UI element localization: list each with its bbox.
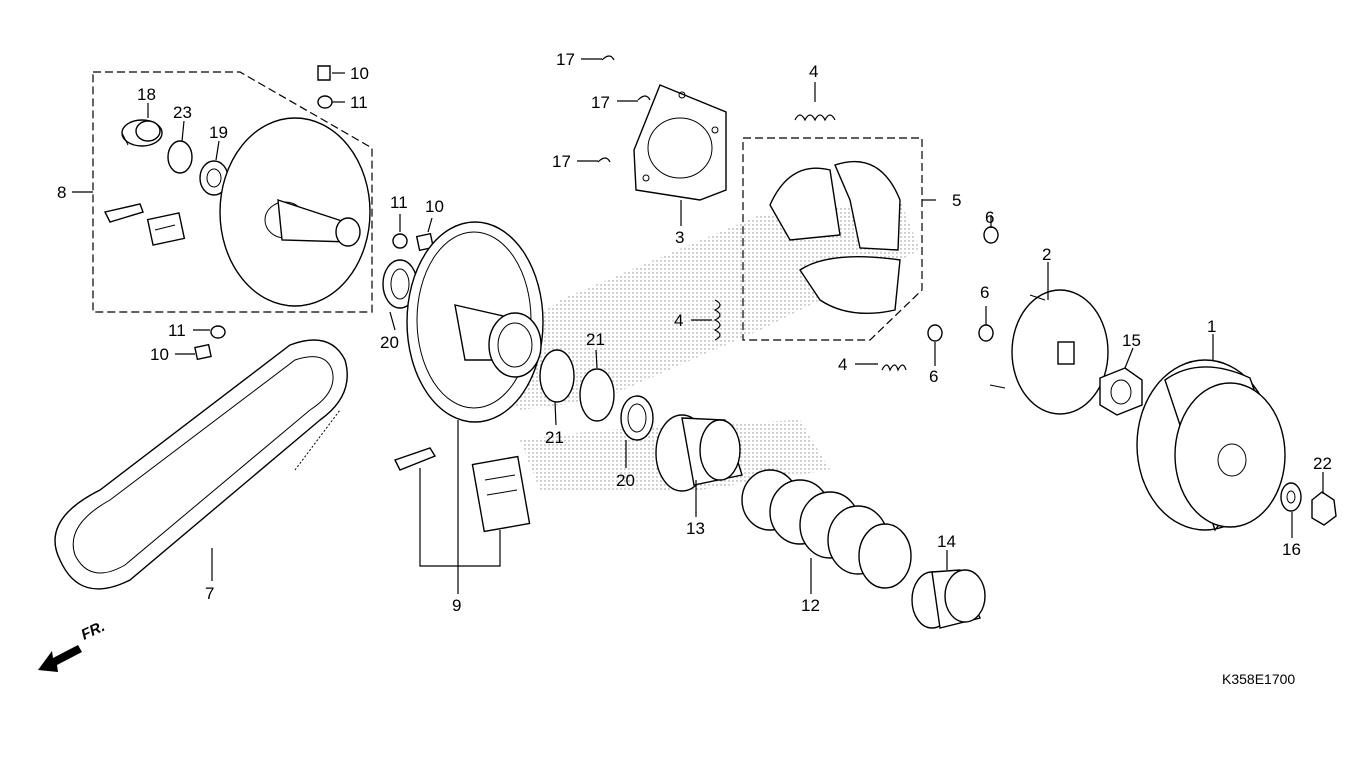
part-14-collar xyxy=(911,569,986,629)
part-15-nut xyxy=(1099,367,1143,416)
callout-11-top: 11 xyxy=(350,93,368,112)
part-10-pin-mid xyxy=(415,232,435,252)
callout-7: 7 xyxy=(205,584,214,603)
leader-9-bracket xyxy=(419,468,501,567)
callout-13: 13 xyxy=(686,519,705,538)
part-17-clip-mid xyxy=(637,95,651,101)
part-6-damper-2 xyxy=(978,324,994,342)
part-5-group-box xyxy=(742,137,923,341)
part-6-damper-3 xyxy=(927,324,943,342)
callout-10-left: 10 xyxy=(150,345,169,364)
callout-numbers: 1 2 3 4 4 4 5 6 6 6 7 8 9 10 10 10 11 11… xyxy=(57,50,1332,615)
callout-6-top: 6 xyxy=(985,208,994,227)
grease-tube-9 xyxy=(394,447,437,471)
part-20-oil-seal-lower xyxy=(620,395,654,441)
part-1-clutch-outer xyxy=(1136,359,1286,532)
callout-9: 9 xyxy=(452,596,461,615)
callout-4-low: 4 xyxy=(838,355,847,374)
callout-10-mid: 10 xyxy=(425,197,444,216)
part-4-spring-mid xyxy=(713,299,721,341)
callout-1: 1 xyxy=(1207,317,1216,336)
part-13-seal-collar xyxy=(655,414,743,492)
callout-6-mid: 6 xyxy=(980,283,989,302)
callout-18: 18 xyxy=(137,85,156,104)
part-17-clip-top xyxy=(601,55,615,61)
part-8-group-box xyxy=(92,71,373,313)
part-11-roller-mid xyxy=(392,233,408,249)
grease-tube-8 xyxy=(103,203,144,223)
label-card-9 xyxy=(471,455,531,533)
part-6-damper-1 xyxy=(983,226,999,244)
callout-4-top: 4 xyxy=(809,62,818,81)
part-2-drive-plate xyxy=(989,289,1109,415)
callout-12: 12 xyxy=(801,596,820,615)
part-10-pin-left xyxy=(194,343,212,361)
callout-17-low: 17 xyxy=(552,152,571,171)
callout-11-mid: 11 xyxy=(390,193,408,212)
part-11-roller-left xyxy=(210,325,226,339)
callout-3: 3 xyxy=(675,228,684,247)
callout-4-mid: 4 xyxy=(674,311,683,330)
callout-8: 8 xyxy=(57,183,66,202)
callout-20-upper: 20 xyxy=(380,333,399,352)
front-direction-arrow: FR. xyxy=(38,618,108,672)
part-4-spring-low xyxy=(881,364,907,372)
part-22-nut xyxy=(1311,491,1337,526)
part-16-washer xyxy=(1280,482,1302,512)
part-11-roller-top xyxy=(317,95,333,109)
part-21-o-ring-right xyxy=(579,368,615,422)
part-19-bearing xyxy=(199,160,229,196)
callout-6-low: 6 xyxy=(929,367,938,386)
callout-23: 23 xyxy=(173,103,192,122)
part-23-circlip xyxy=(167,140,193,174)
part-17-clip-low xyxy=(597,157,611,163)
leader-lines xyxy=(72,58,1324,594)
callout-14: 14 xyxy=(937,532,956,551)
part-7-drive-belt xyxy=(54,339,348,590)
part-18-needle-bearing xyxy=(121,119,163,147)
callout-20-lower: 20 xyxy=(616,471,635,490)
callout-19: 19 xyxy=(209,123,228,142)
callout-21-right: 21 xyxy=(586,330,605,349)
callout-16: 16 xyxy=(1282,540,1301,559)
part-12-driven-spring xyxy=(741,469,912,589)
drawing-code: K358E1700 xyxy=(1222,671,1295,687)
callout-15: 15 xyxy=(1122,331,1141,350)
part-4-spring-top xyxy=(794,114,836,122)
part-9-driven-pulley xyxy=(406,221,544,423)
front-direction-label: FR. xyxy=(79,618,108,644)
callout-10-top: 10 xyxy=(350,64,369,83)
part-5-clutch-shoes xyxy=(769,160,901,315)
callout-22: 22 xyxy=(1313,454,1332,473)
label-card-8 xyxy=(146,212,186,246)
callout-11-left: 11 xyxy=(168,321,186,340)
part-10-pin-top xyxy=(317,65,331,81)
callout-5: 5 xyxy=(952,191,961,210)
callout-2: 2 xyxy=(1042,245,1051,264)
callout-17-mid: 17 xyxy=(591,93,610,112)
callout-17-top: 17 xyxy=(556,50,575,69)
part-21-o-ring-left xyxy=(539,349,575,403)
part-8-driven-face xyxy=(219,117,371,307)
callout-21-left: 21 xyxy=(545,428,564,447)
part-3-clutch-plate xyxy=(633,84,727,201)
